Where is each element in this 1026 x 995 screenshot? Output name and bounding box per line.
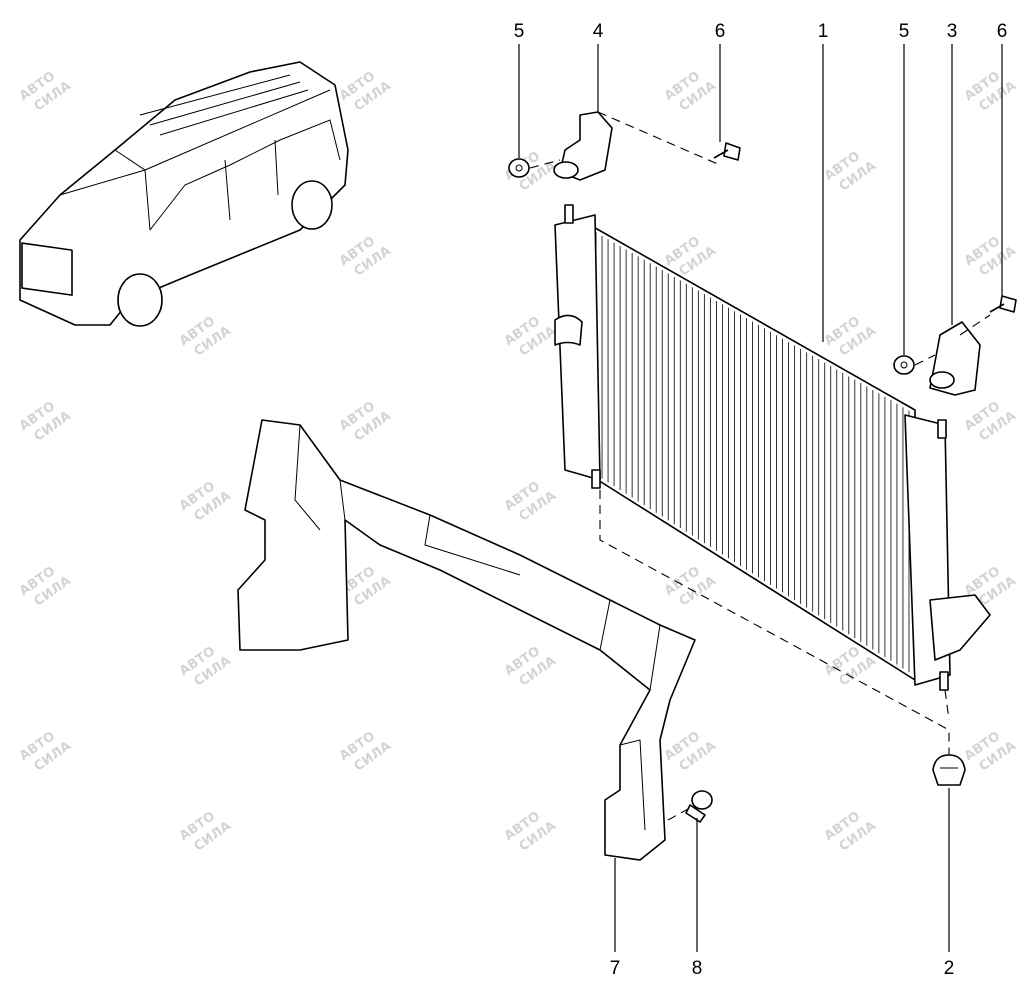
air-deflector — [237, 419, 696, 861]
clip — [685, 790, 713, 823]
callout-5-left: 5 — [514, 21, 525, 42]
callout-8: 8 — [692, 958, 703, 979]
callout-3: 3 — [947, 21, 958, 42]
callout-4: 4 — [593, 21, 604, 42]
callout-6-left: 6 — [715, 21, 726, 42]
nut-left — [508, 158, 530, 178]
bolt-right — [989, 295, 1017, 313]
radiator-fins — [595, 232, 910, 673]
bracket-left — [553, 111, 613, 181]
radiator — [554, 204, 991, 691]
callout-2: 2 — [944, 958, 955, 979]
vehicle-illustration — [19, 61, 349, 327]
bracket-right — [929, 321, 981, 396]
callout-7: 7 — [610, 958, 621, 979]
nut-right — [893, 355, 915, 375]
callout-1: 1 — [818, 21, 829, 42]
callout-6-right: 6 — [997, 21, 1008, 42]
callout-5-right: 5 — [899, 21, 910, 42]
rubber-mount — [932, 754, 966, 786]
bolt-left — [713, 142, 741, 161]
leader-lines — [518, 44, 1003, 952]
